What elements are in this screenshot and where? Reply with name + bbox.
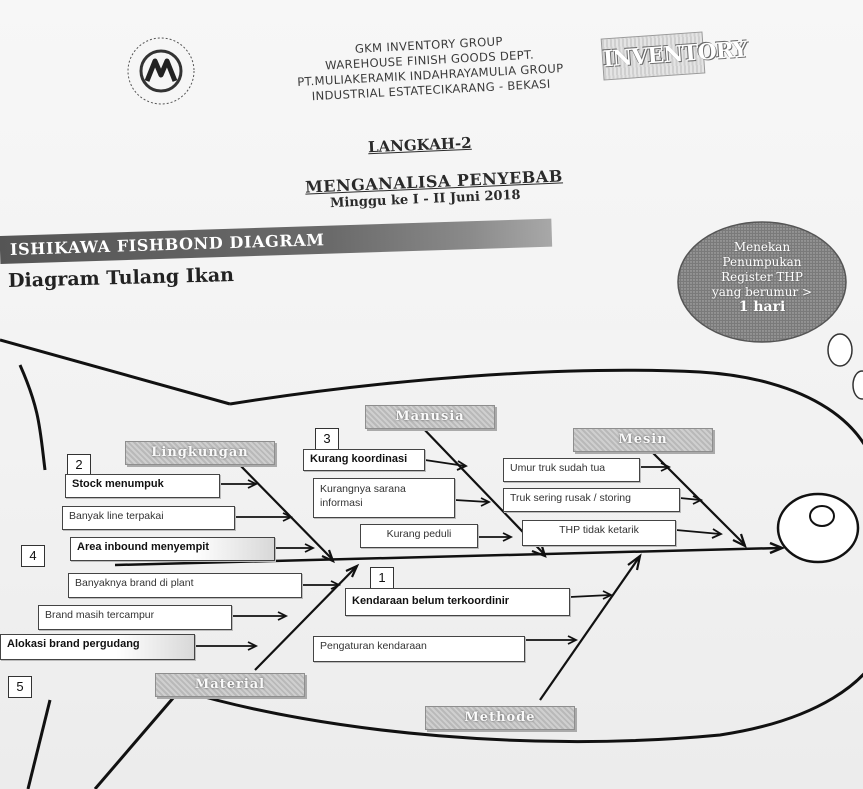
cause-kurang-sarana-line-1: Kurangnya sarana: [320, 483, 406, 495]
category-manusia: Manusia: [365, 405, 495, 429]
cause-number-4: 4: [21, 545, 45, 567]
effect-line-4: yang berumur >: [711, 285, 813, 299]
cause-number-3: 3: [315, 428, 339, 450]
category-material: Material: [155, 673, 305, 697]
cause-brand-tercampur: Brand masih tercampur: [38, 605, 232, 630]
cause-kurang-koordinasi: Kurang koordinasi: [303, 449, 425, 471]
fish-eye: [776, 492, 860, 564]
cause-number-1: 1: [370, 567, 394, 589]
company-logo-icon: [127, 37, 195, 105]
cause-truk-rusak: Truk sering rusak / storing: [503, 488, 680, 512]
cause-umur-truk: Umur truk sudah tua: [503, 458, 640, 482]
category-lingkungan: Lingkungan: [125, 441, 275, 465]
category-mesin: Mesin: [573, 428, 713, 452]
category-methode: Methode: [425, 706, 575, 730]
cause-arrows: [195, 459, 723, 651]
cause-alokasi-brand: Alokasi brand pergudang: [0, 634, 195, 660]
cause-banyak-brand: Banyaknya brand di plant: [68, 573, 302, 598]
cause-banyak-line: Banyak line terpakai: [62, 506, 235, 530]
cause-kurang-peduli: Kurang peduli: [360, 524, 478, 548]
cause-kurang-sarana: Kurangnya sarana informasi: [313, 478, 455, 518]
cause-area-inbound: Area inbound menyempit: [70, 537, 275, 561]
cause-kurang-sarana-line-2: informasi: [320, 497, 363, 509]
cause-number-5: 5: [8, 676, 32, 698]
main-bones: [234, 424, 747, 701]
effect-line-5: 1 hari: [738, 299, 786, 315]
cause-kendaraan-belum: Kendaraan belum terkoordinir: [345, 588, 570, 616]
cause-thp-tidak-ketarik: THP tidak ketarik: [522, 520, 676, 546]
effect-line-2: Penumpukan: [722, 255, 802, 269]
effect-line-1: Menekan: [733, 240, 791, 254]
cause-stock-menumpuk: Stock menumpuk: [65, 474, 220, 498]
cause-pengaturan-kendaraan: Pengaturan kendaraan: [313, 636, 525, 662]
fish-spine: [114, 541, 786, 567]
effect-bubble: [677, 221, 863, 400]
effect-statement: Menekan Penumpukan Register THP yang ber…: [678, 240, 846, 315]
fish-pupil: [809, 505, 835, 527]
cause-number-2: 2: [67, 454, 91, 476]
effect-line-3: Register THP: [721, 270, 803, 284]
fish-outline: [0, 338, 863, 789]
